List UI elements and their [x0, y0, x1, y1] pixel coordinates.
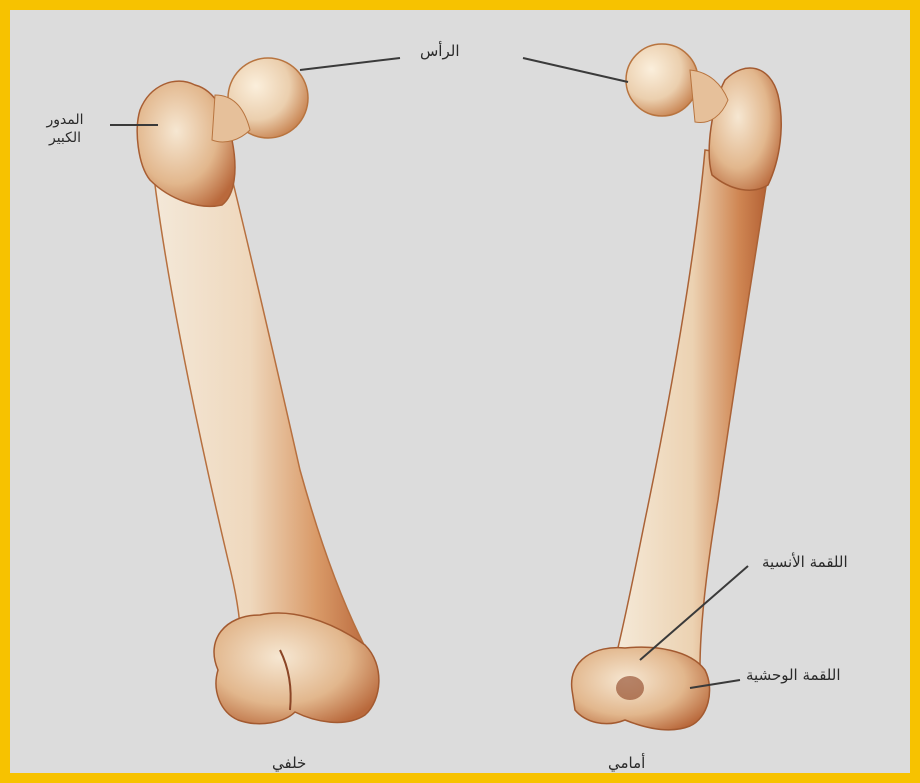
label-posterior-view: خلفي — [272, 754, 306, 773]
leader-line-head-left — [300, 58, 400, 70]
femur-anterior-shaft — [615, 150, 770, 668]
femur-posterior — [137, 58, 379, 724]
femur-anterior — [572, 44, 782, 730]
label-head: الرأس — [420, 42, 460, 61]
label-greater-trochanter: المدور الكبير — [30, 112, 100, 147]
leader-line-head-right — [523, 58, 628, 82]
label-anterior-view: أمامي — [608, 754, 645, 773]
femur-anterior-fossa — [616, 676, 644, 700]
femur-anterior-head — [626, 44, 698, 116]
label-greater-trochanter-line2: الكبير — [30, 130, 100, 148]
label-lateral-condyle: اللقمة الوحشية — [746, 666, 840, 685]
label-medial-condyle: اللقمة الأنسية — [762, 553, 848, 572]
label-greater-trochanter-line1: المدور — [30, 112, 100, 130]
femur-posterior-shaft — [150, 140, 372, 660]
